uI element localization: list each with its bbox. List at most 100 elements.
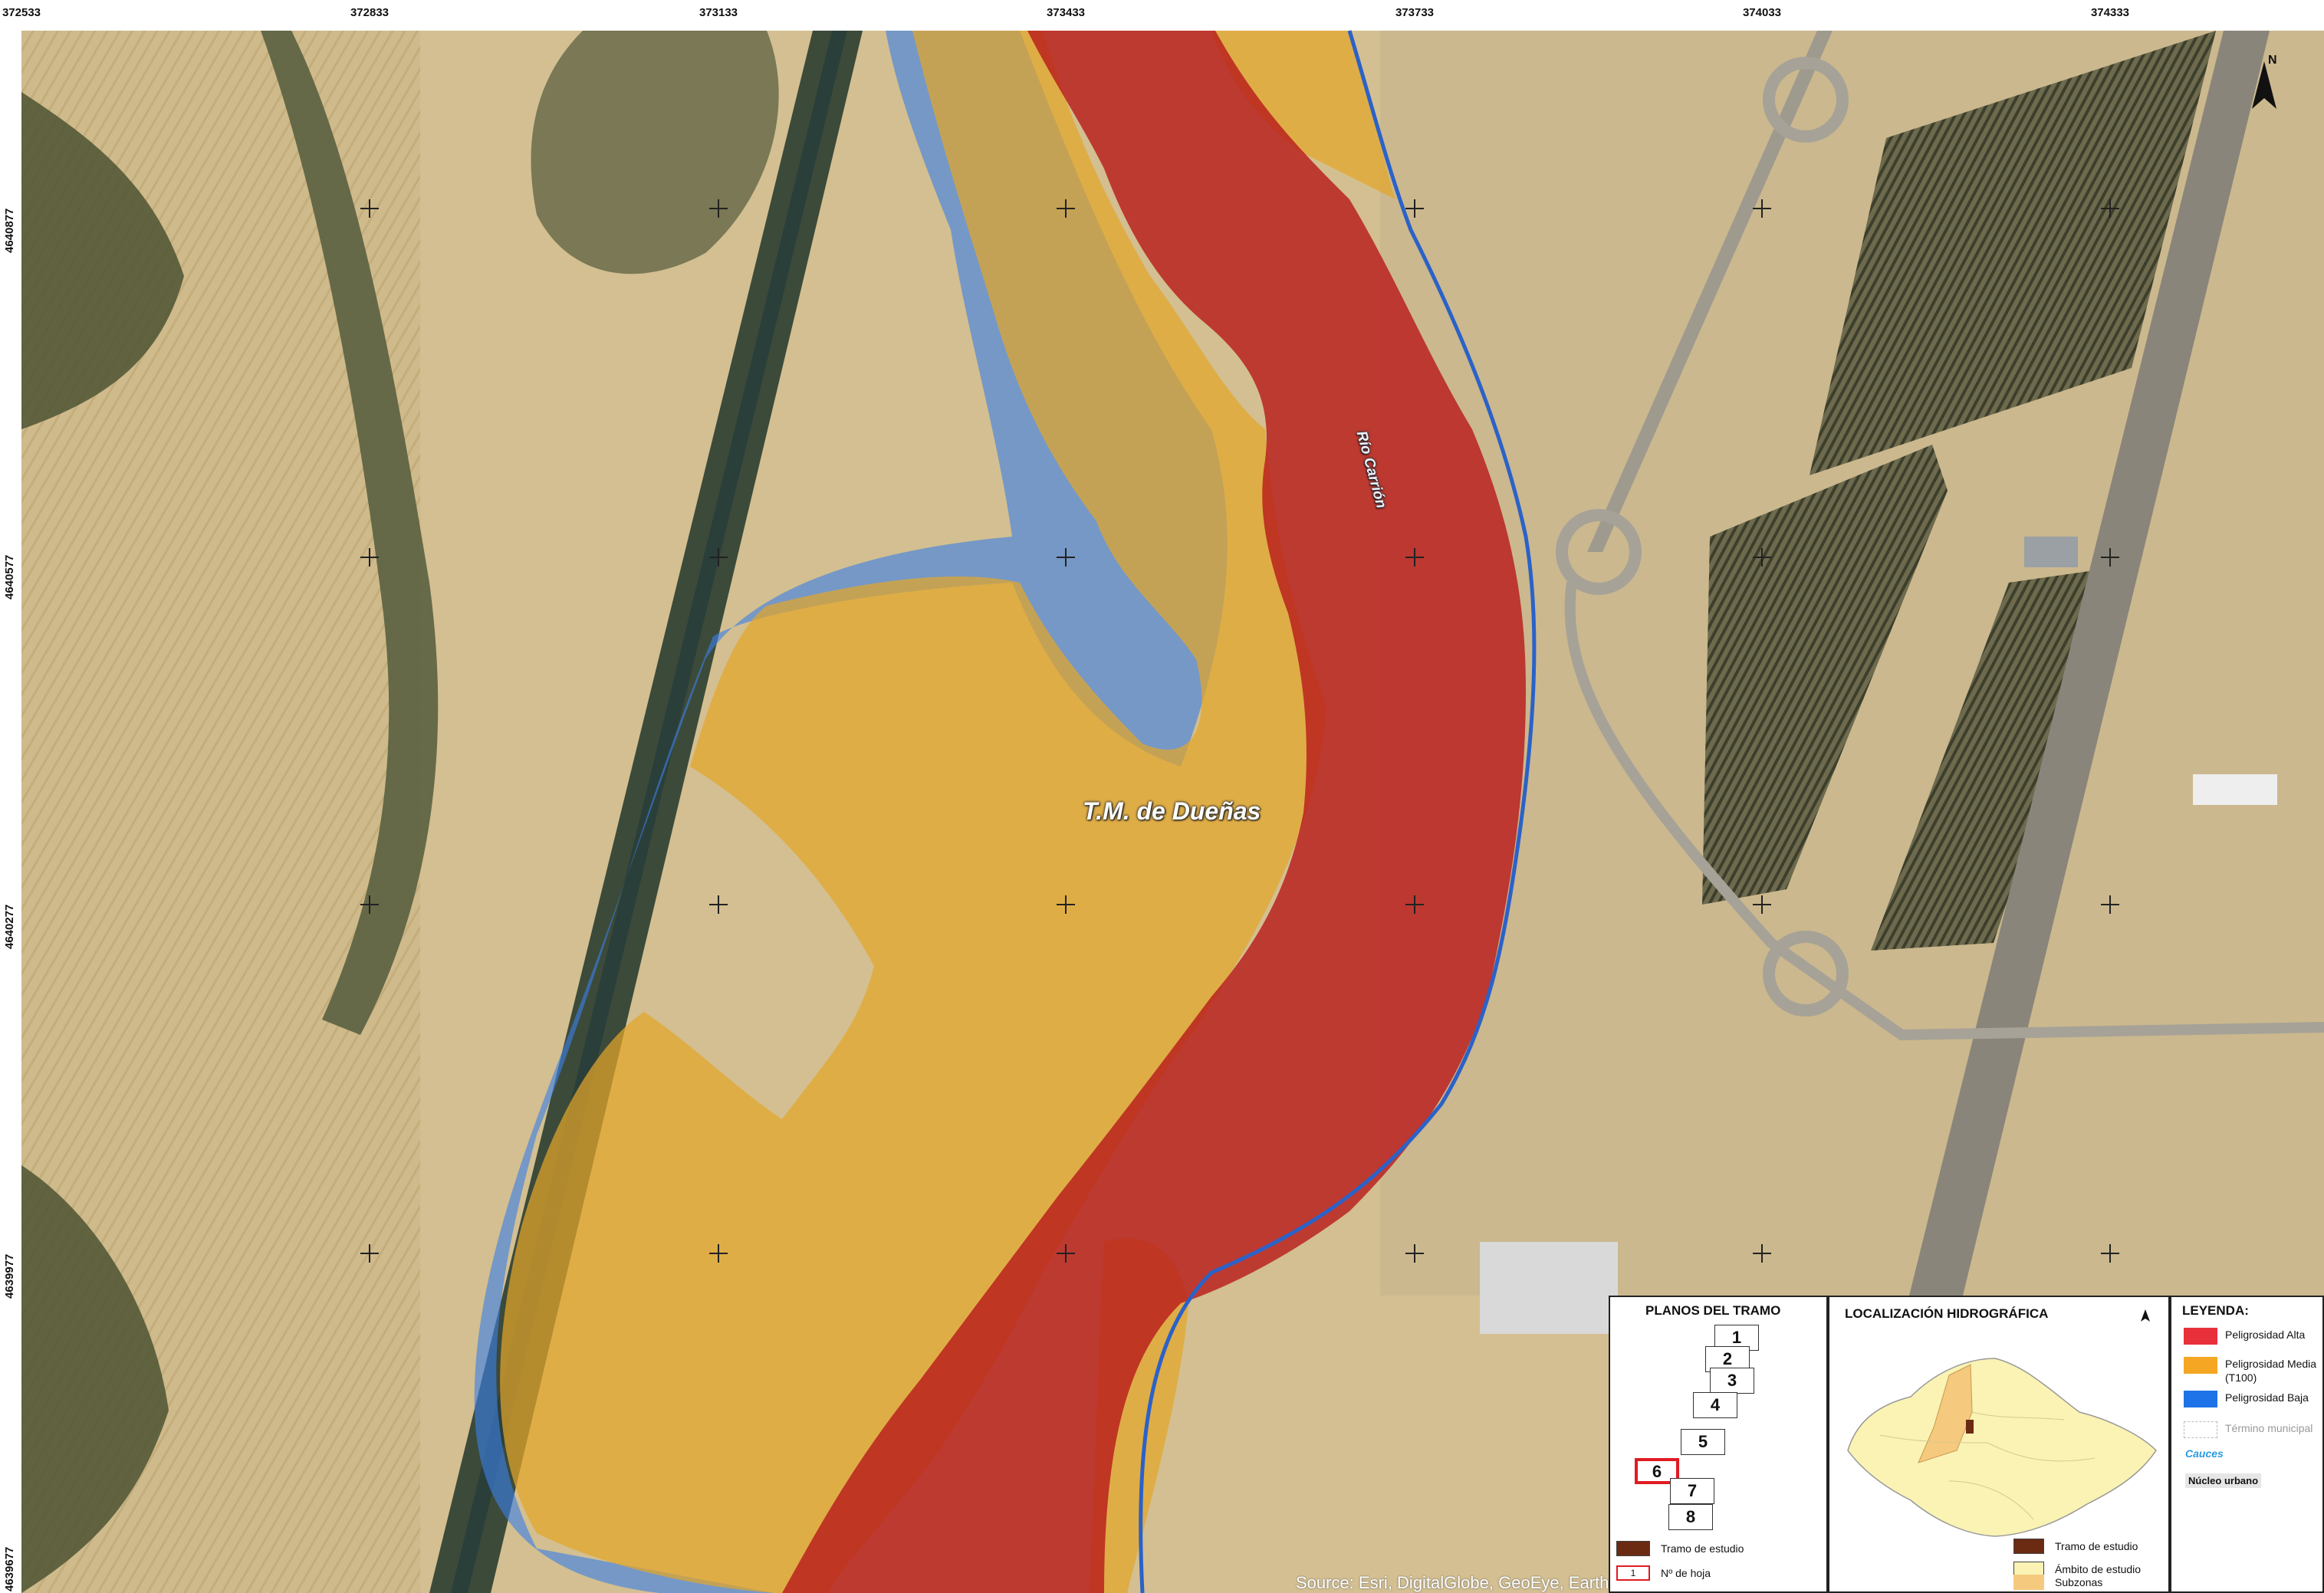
roundabout [1763, 931, 1849, 1017]
north-label: N [2268, 54, 2277, 67]
grid-cross [709, 895, 728, 914]
river-carrion [1139, 30, 1537, 1593]
north-arrow-small-icon [2141, 1309, 2150, 1322]
loc-legend-tramo-label: Tramo de estudio [2055, 1540, 2138, 1552]
legend-label-termino: Término municipal [2225, 1422, 2313, 1434]
tick-label-y: 4640577 [3, 554, 16, 599]
legend-label-media: Peligrosidad Media (T100) [2225, 1358, 2317, 1384]
tramo-swatch [1616, 1541, 1650, 1556]
roundabout [1556, 509, 1642, 595]
basin-outline [1847, 1358, 2157, 1537]
tick-label-y: 4639677 [3, 1546, 16, 1591]
grid-cross [1057, 199, 1075, 218]
legend-label-baja: Peligrosidad Baja [2225, 1391, 2309, 1404]
grid-cross [360, 199, 379, 218]
forest-patch-west [21, 92, 184, 429]
sheet-5[interactable]: 5 [1681, 1429, 1725, 1455]
roundabout [1763, 57, 1849, 143]
tick-label-x: 373733 [1395, 6, 1435, 19]
grid-cross [709, 1244, 728, 1263]
loc-subzonas-swatch [2013, 1575, 2044, 1590]
tick-label-x: 373433 [1046, 6, 1086, 19]
planos-title: PLANOS DEL TRAMO [1645, 1303, 1781, 1318]
sheet-7[interactable]: 7 [1670, 1478, 1714, 1504]
loc-legend-subzonas: Subzonas [2013, 1575, 2102, 1590]
tick-label-y: 4640277 [3, 904, 16, 949]
legend-label-cauces: Cauces [2185, 1447, 2224, 1460]
tick-label-x: 374333 [2090, 6, 2130, 19]
loc-legend-ambito-label: Ámbito de estudio [2055, 1563, 2142, 1575]
orchard-block [1810, 31, 2216, 475]
north-arrow-icon [2252, 61, 2276, 109]
grid-cross [360, 1244, 379, 1263]
grid-crosses [360, 199, 2119, 1263]
tick-label-x: 372533 [2, 6, 41, 19]
orchard-block [1702, 445, 1948, 905]
legend-swatch-alta [2184, 1328, 2217, 1345]
grid-cross [1057, 895, 1075, 914]
tick-label-x: 373133 [699, 6, 738, 19]
forest-patch-central [531, 31, 779, 274]
grid-cross [1057, 1244, 1075, 1263]
grid-cross [709, 548, 728, 567]
grid-cross [1405, 895, 1424, 914]
tramo-location-marker [1966, 1420, 1974, 1434]
legend-swatch-baja [2184, 1391, 2217, 1407]
loc-legend-subzonas-label: Subzonas [2055, 1576, 2103, 1588]
planos-legend-hoja: 1 Nº de hoja [1616, 1565, 1711, 1581]
grid-cross [1405, 199, 1424, 218]
tick-label-x: 374033 [1742, 6, 1782, 19]
legend-swatch-media [2184, 1357, 2217, 1374]
planos-legend-tramo: Tramo de estudio [1616, 1541, 1744, 1556]
legend-item-nucleo: Núcleo urbano [2185, 1473, 2262, 1488]
highway [1909, 31, 2270, 1296]
legend-item-baja: Peligrosidad Baja [2184, 1391, 2317, 1407]
road [1587, 31, 1833, 552]
loc-tramo-swatch [2013, 1539, 2044, 1554]
loc-legend-tramo: Tramo de estudio [2013, 1539, 2138, 1554]
grid-cross [1057, 548, 1075, 567]
legend-item-alta: Peligrosidad Alta [2184, 1328, 2317, 1345]
localizacion-panel: LOCALIZACIÓN HIDROGRÁFICA Tramo de estud… [1828, 1296, 2170, 1593]
sheet-3[interactable]: 3 [1710, 1368, 1754, 1394]
legend-label-nucleo: Núcleo urbano [2188, 1475, 2259, 1486]
grid-cross [360, 548, 379, 567]
forest-patch-west [21, 1165, 169, 1593]
grid-cross [1753, 1244, 1771, 1263]
tick-label-y: 4640877 [3, 208, 16, 253]
grid-cross [1405, 548, 1424, 567]
planos-legend-tramo-label: Tramo de estudio [1661, 1542, 1744, 1555]
planos-legend-hoja-label: Nº de hoja [1661, 1567, 1711, 1579]
subzona-area [1918, 1364, 1973, 1463]
road [1564, 582, 2324, 1041]
tick-label-y: 4639977 [3, 1253, 16, 1299]
sheet-8[interactable]: 8 [1668, 1504, 1713, 1530]
place-label: T.M. de Dueñas [1083, 797, 1261, 825]
sheet-4[interactable]: 4 [1693, 1392, 1737, 1418]
hazard-medium-zone [1211, 31, 1395, 199]
grid-cross [2101, 1244, 2119, 1263]
grid-cross [2101, 199, 2119, 218]
grid-cross [709, 199, 728, 218]
grid-cross [2101, 548, 2119, 567]
localizacion-title: LOCALIZACIÓN HIDROGRÁFICA [1845, 1306, 2049, 1321]
orchard-block [1871, 567, 2116, 951]
grid-cross [360, 895, 379, 914]
building [1480, 1242, 1618, 1334]
grid-cross [1753, 548, 1771, 567]
tick-label-x: 372833 [350, 6, 390, 19]
grid-cross [1753, 895, 1771, 914]
basin-location-map [1847, 1358, 2157, 1537]
source-attribution: Source: Esri, DigitalGlobe, GeoEye, Eart… [1296, 1573, 1618, 1592]
building [2024, 537, 2078, 567]
grid-cross [1405, 1244, 1424, 1263]
legend-item-cauces: Cauces [2185, 1447, 2224, 1460]
hoja-swatch: 1 [1616, 1565, 1650, 1581]
leyenda-title: LEYENDA: [2182, 1303, 2249, 1318]
legend-swatch-termino [2184, 1421, 2217, 1438]
hazard-medium-zone [500, 31, 1326, 1593]
leyenda-panel: LEYENDA: Peligrosidad Alta Peligrosidad … [2170, 1296, 2324, 1593]
legend-label-alta: Peligrosidad Alta [2225, 1329, 2306, 1341]
